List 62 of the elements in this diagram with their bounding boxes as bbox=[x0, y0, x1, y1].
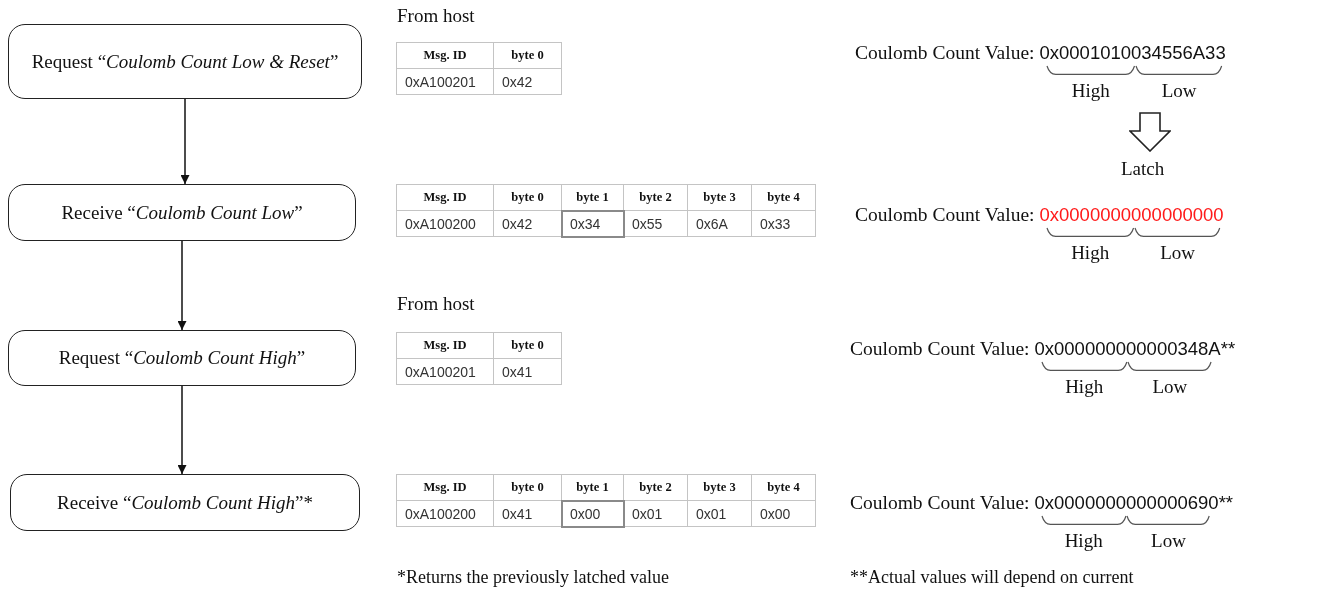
section-heading: From host bbox=[397, 5, 475, 27]
column-header: Msg. ID bbox=[396, 42, 494, 69]
column-header: byte 0 bbox=[493, 42, 562, 69]
table-cell: 0x41 bbox=[493, 358, 562, 385]
column-header: byte 0 bbox=[493, 474, 562, 501]
value-label: Coulomb Count Value: bbox=[850, 338, 1030, 360]
table-cell: 0xA100201 bbox=[396, 68, 494, 95]
table-cell: 0x01 bbox=[623, 500, 688, 527]
column-header: Msg. ID bbox=[396, 474, 494, 501]
brace-label: High bbox=[1065, 376, 1104, 398]
table-cell: 0xA100200 bbox=[396, 500, 494, 527]
footnote: *Returns the previously latched value bbox=[397, 567, 669, 588]
arrow bbox=[180, 98, 190, 185]
brace-label: High bbox=[1064, 530, 1103, 552]
hex-value: 0x0000000000000690** bbox=[1034, 492, 1234, 513]
brace-label: High bbox=[1071, 242, 1110, 264]
value-label: Coulomb Count Value: bbox=[855, 42, 1035, 64]
column-header: byte 0 bbox=[493, 332, 562, 359]
column-header: byte 3 bbox=[687, 474, 752, 501]
table-cell: 0x33 bbox=[751, 210, 816, 237]
brace-label: Low bbox=[1160, 242, 1195, 264]
table-cell: 0x6A bbox=[687, 210, 752, 237]
brace-label: Low bbox=[1152, 376, 1188, 398]
brace-label: Low bbox=[1161, 80, 1197, 102]
process-box bbox=[8, 330, 356, 386]
hex-value: 0x000000000000348A** bbox=[1034, 338, 1236, 359]
column-header: byte 2 bbox=[623, 184, 688, 211]
step-text: Receive “Coulomb Count High”* bbox=[56, 490, 314, 515]
table-cell: 0x00 bbox=[751, 500, 816, 527]
column-header: byte 4 bbox=[751, 184, 816, 211]
column-header: byte 2 bbox=[623, 474, 688, 501]
column-header: byte 0 bbox=[493, 184, 562, 211]
arrow bbox=[177, 385, 187, 475]
brace-label: Low bbox=[1151, 530, 1186, 552]
step-text: Receive “Coulomb Count Low” bbox=[60, 200, 304, 225]
value-label: Coulomb Count Value: bbox=[855, 204, 1035, 226]
process-box bbox=[10, 474, 360, 531]
table-cell: 0x00 bbox=[561, 500, 624, 527]
footnote: **Actual values will depend on current bbox=[850, 567, 1134, 588]
column-header: byte 1 bbox=[561, 474, 624, 501]
table-cell: 0x42 bbox=[493, 68, 562, 95]
brace-label: High bbox=[1071, 80, 1110, 102]
table-cell: 0xA100200 bbox=[396, 210, 494, 237]
table-cell: 0x01 bbox=[687, 500, 752, 527]
arrow-caption: Latch bbox=[1121, 158, 1165, 180]
column-header: Msg. ID bbox=[396, 332, 494, 359]
table-cell: 0x34 bbox=[561, 210, 624, 237]
column-header: Msg. ID bbox=[396, 184, 494, 211]
hex-value: 0x0000000000000000 bbox=[1039, 204, 1224, 225]
hex-value: 0x0001010034556A33 bbox=[1039, 42, 1226, 63]
table-cell: 0x55 bbox=[623, 210, 688, 237]
process-box bbox=[8, 184, 356, 241]
step-text: Request “Coulomb Count Low & Reset” bbox=[30, 49, 340, 74]
column-header: byte 4 bbox=[751, 474, 816, 501]
column-header: byte 1 bbox=[561, 184, 624, 211]
process-box bbox=[8, 24, 362, 99]
arrow bbox=[177, 240, 187, 331]
section-heading: From host bbox=[397, 293, 475, 315]
value-label: Coulomb Count Value: bbox=[850, 492, 1030, 514]
step-text: Request “Coulomb Count High” bbox=[57, 346, 307, 370]
column-header: byte 3 bbox=[687, 184, 752, 211]
table-cell: 0xA100201 bbox=[396, 358, 494, 385]
